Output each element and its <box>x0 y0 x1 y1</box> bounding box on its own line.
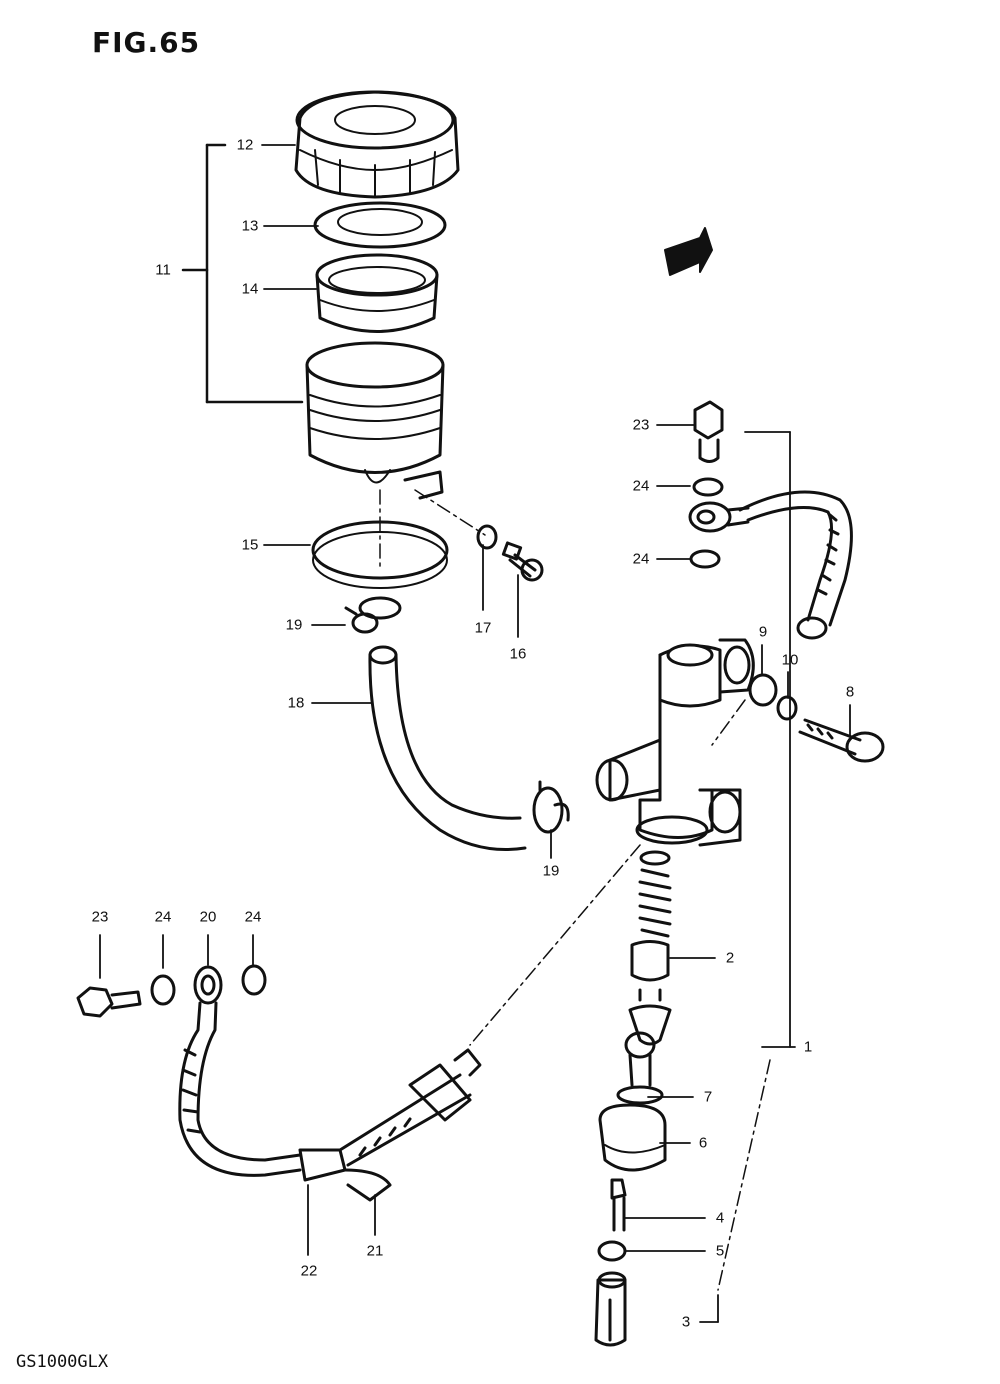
callout-8: 8 <box>845 683 855 701</box>
washer-10 <box>776 695 798 721</box>
banjo-bolt-23-lower <box>76 986 142 1018</box>
callout-11: 11 <box>155 261 171 279</box>
callout-19-lower: 19 <box>542 862 560 880</box>
reservoir-body <box>305 341 445 484</box>
diaphragm-plate <box>313 201 447 249</box>
callout-22: 22 <box>300 1262 318 1280</box>
callout-24-d: 24 <box>244 908 262 926</box>
callout-18: 18 <box>287 694 305 712</box>
group-bracket-11 <box>181 143 304 404</box>
leader-lines <box>99 144 851 1323</box>
fwd-arrow-icon <box>664 227 713 276</box>
master-cylinder <box>595 638 755 847</box>
hose-clamp-19-lower <box>532 780 570 834</box>
banjo-fitting-20 <box>193 965 223 1005</box>
reservoir-hose <box>368 645 527 852</box>
callout-16: 16 <box>509 645 527 663</box>
reservoir-bracket <box>311 470 449 589</box>
brake-hose-upper <box>688 490 853 640</box>
callout-3: 3 <box>681 1313 691 1331</box>
callout-6: 6 <box>698 1134 708 1152</box>
hose-clamp-19-upper <box>344 596 402 634</box>
washer-24-b <box>689 549 721 569</box>
callout-23-lower: 23 <box>91 908 109 926</box>
push-rod-boot <box>598 1031 667 1172</box>
callout-24-a: 24 <box>632 477 650 495</box>
washer-24-c <box>150 974 176 1006</box>
callout-9: 9 <box>758 623 768 641</box>
callout-13: 13 <box>241 217 259 235</box>
callout-1: 1 <box>803 1038 813 1056</box>
model-code: GS1000GLX <box>16 1352 109 1372</box>
callout-5: 5 <box>715 1242 725 1260</box>
banjo-bolt-23-upper <box>693 400 724 463</box>
callout-20: 20 <box>199 908 217 926</box>
diaphragm <box>315 253 439 333</box>
callout-14: 14 <box>241 280 259 298</box>
callout-2: 2 <box>725 949 735 967</box>
reservoir-cap <box>294 90 460 199</box>
callout-24-c: 24 <box>154 908 172 926</box>
clevis-3 <box>594 1271 627 1347</box>
centerlines <box>379 489 771 1291</box>
washer-17 <box>476 524 498 550</box>
push-rod-4 <box>610 1178 627 1232</box>
callout-23-upper: 23 <box>632 416 650 434</box>
washer-24-d <box>241 964 267 996</box>
washer-24-a <box>692 477 724 497</box>
callout-4: 4 <box>715 1209 725 1227</box>
callout-24-b: 24 <box>632 550 650 568</box>
callout-17: 17 <box>474 619 492 637</box>
piston-spring-2 <box>628 850 672 1046</box>
callout-12: 12 <box>236 136 254 154</box>
callout-7: 7 <box>703 1088 713 1106</box>
nut-5 <box>597 1240 627 1262</box>
callout-15: 15 <box>241 536 259 554</box>
washer-9 <box>748 673 778 707</box>
figure-title: FIG.65 <box>92 26 201 59</box>
brake-hose-lower <box>178 1001 482 1202</box>
callout-19-upper: 19 <box>285 616 303 634</box>
bolt-8 <box>798 718 885 763</box>
bolt-16 <box>501 541 544 582</box>
callout-21: 21 <box>366 1242 384 1260</box>
callout-10: 10 <box>781 651 799 669</box>
